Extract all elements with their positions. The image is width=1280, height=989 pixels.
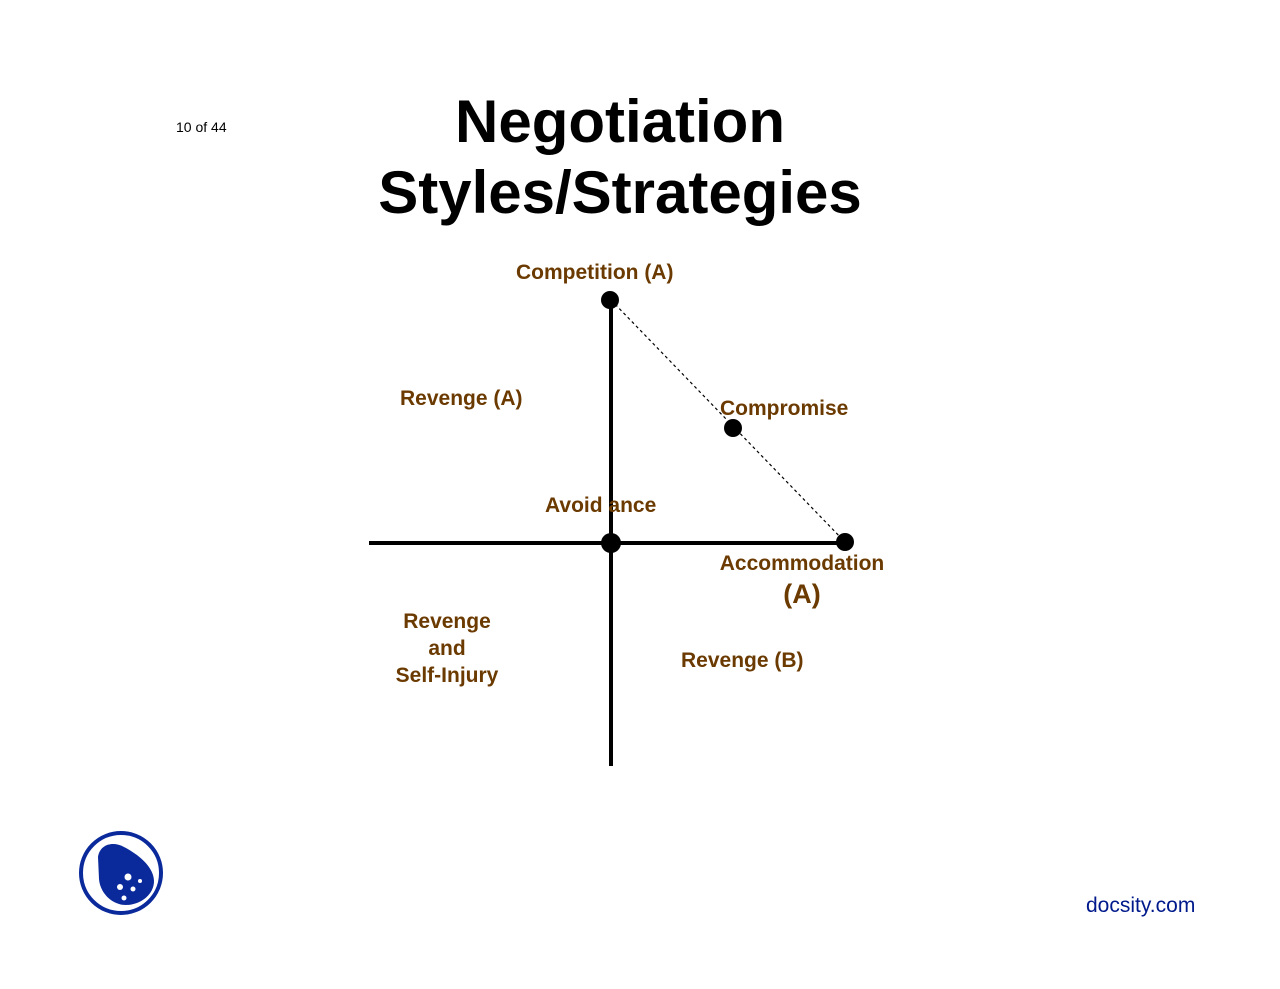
label-revenge-b: Revenge (B) (681, 649, 804, 672)
avoidance-point (601, 533, 621, 553)
competition-point (601, 291, 619, 309)
label-accommodation: Accommodation (A) (702, 550, 902, 612)
label-revenge-self-injury-line2: and (428, 637, 466, 660)
label-competition: Competition (A) (516, 261, 674, 284)
label-avoidance: Avoid ance (545, 494, 657, 517)
label-revenge-self-injury-line3: Self-Injury (395, 664, 499, 687)
slide-title-line2: Styles/Strategies (378, 159, 862, 226)
label-revenge-a: Revenge (A) (400, 387, 523, 410)
page-counter: 10 of 44 (176, 119, 227, 135)
label-compromise: Compromise (720, 397, 849, 420)
label-revenge-self-injury: Revenge and Self-Injury (372, 608, 522, 689)
slide-title-line1: Negotiation (455, 88, 785, 155)
compromise-point (724, 419, 742, 437)
docsity-logo-icon (79, 831, 163, 915)
label-revenge-self-injury-line1: Revenge (403, 610, 491, 633)
docsity-site-link[interactable]: docsity.com (1086, 894, 1196, 917)
accommodation-point (836, 533, 854, 551)
label-accommodation-line2: (A) (783, 579, 821, 609)
label-accommodation-line1: Accommodation (719, 552, 885, 575)
